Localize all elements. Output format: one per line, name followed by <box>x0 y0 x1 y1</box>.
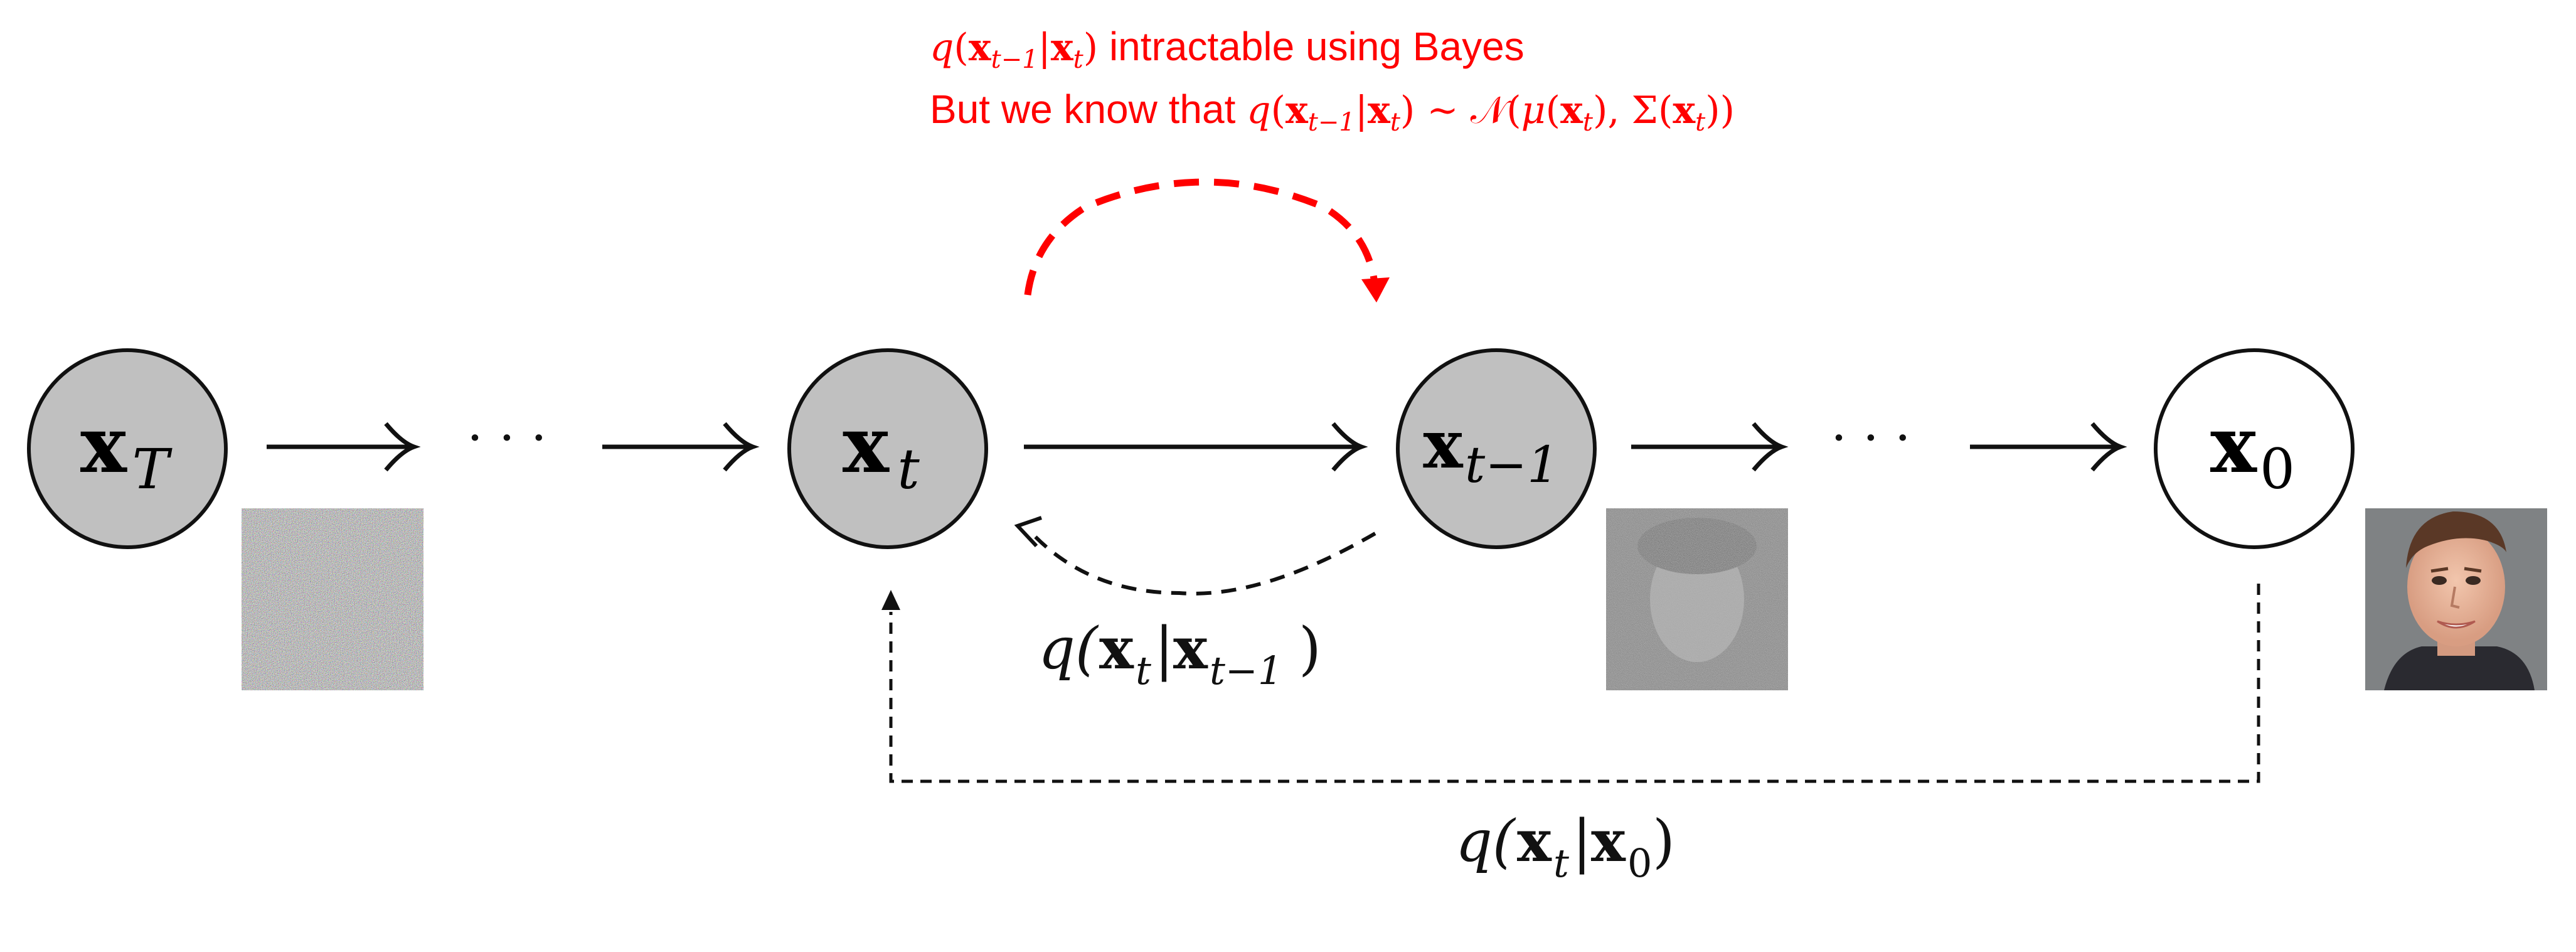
dashed-path-x0-to-xt <box>889 584 2260 783</box>
svg-text:t: t <box>897 437 920 501</box>
svg-text:x: x <box>1591 807 1626 875</box>
label-q-xt-given-x0: q( x t | x 0 ) <box>1456 807 1675 886</box>
ellipsis-1: · · · <box>467 409 546 467</box>
svg-text:q(: q( <box>1038 615 1099 682</box>
svg-text:): ) <box>1653 808 1675 875</box>
svg-text:|: | <box>1572 808 1592 875</box>
clean-face-image <box>2365 508 2547 690</box>
node-x0: x 0 <box>2154 348 2355 549</box>
svg-text:t−1: t−1 <box>1465 436 1559 494</box>
arrow-xt1-to-dots <box>1631 422 1789 472</box>
red-arrowhead <box>1361 277 1390 302</box>
svg-text:): ) <box>1299 615 1321 682</box>
node-xT: x T <box>27 348 228 549</box>
svg-text:x: x <box>1173 614 1208 682</box>
svg-text:x: x <box>2210 400 2257 491</box>
arrow-xt-to-xt1 <box>1024 422 1368 472</box>
black-dashed-curve <box>1033 532 1376 596</box>
arrow-dots-to-x0 <box>1970 422 2127 472</box>
svg-text:t−1: t−1 <box>1210 648 1282 693</box>
node-xt: x t <box>787 348 988 549</box>
pure-noise-image <box>242 508 423 690</box>
label-q-xt-given-xt1: q( x t | x t−1 ) <box>1038 614 1321 693</box>
svg-text:x: x <box>1099 614 1134 682</box>
svg-text:t: t <box>1136 648 1151 693</box>
svg-text:x: x <box>843 400 890 491</box>
svg-text:q(: q( <box>1456 808 1516 875</box>
arrow-dots-to-xt <box>602 422 760 472</box>
arrow-xT-to-dots <box>267 422 421 472</box>
partially-noised-face-image <box>1606 508 1788 690</box>
node-xt1: x t−1 <box>1396 348 1597 549</box>
svg-text:0: 0 <box>2260 437 2295 501</box>
annotation-line-1: q(xt−1|xt) intractable using Bayes <box>930 24 1525 74</box>
svg-text:x: x <box>1517 807 1552 875</box>
svg-text:x: x <box>80 400 127 491</box>
svg-text:x: x <box>1423 405 1463 483</box>
annotation-line-2: But we know that q(xt−1|xt) ~ 𝒩(μ(xt), Σ… <box>930 87 1735 137</box>
ellipsis-2: · · · <box>1831 409 1910 467</box>
svg-text:0: 0 <box>1627 840 1652 886</box>
dashed-path-arrowhead <box>881 590 900 610</box>
svg-text:t: t <box>1553 840 1569 886</box>
red-dashed-curve <box>1024 178 1379 296</box>
svg-text:T: T <box>132 437 173 501</box>
black-dashed-arrowhead <box>1014 516 1042 548</box>
svg-text:|: | <box>1154 615 1174 682</box>
